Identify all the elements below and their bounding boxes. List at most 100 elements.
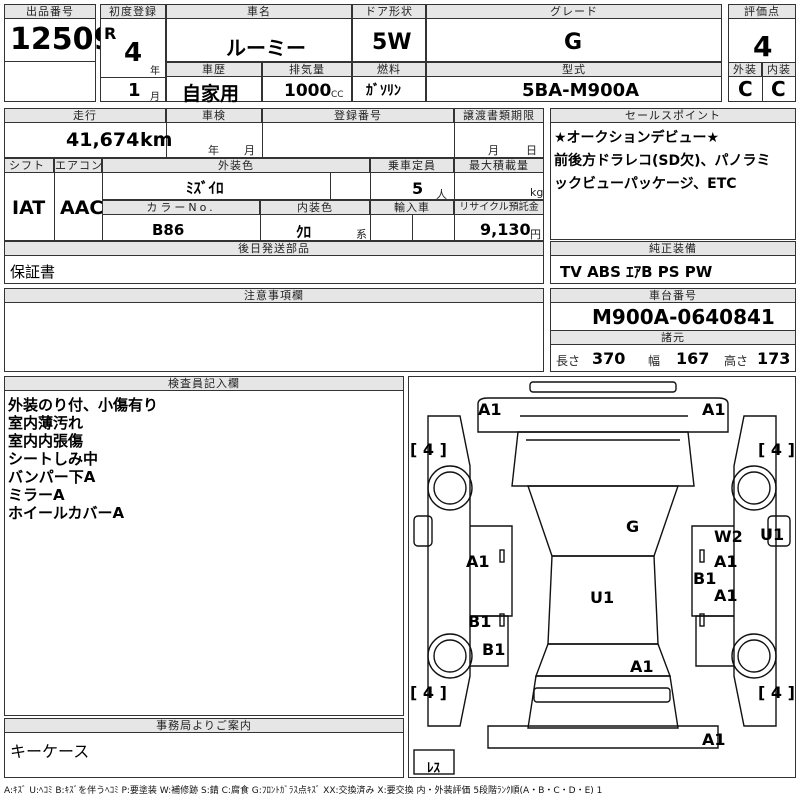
later-parts-value: 保証書 [10,263,56,281]
reg-month: 1 [128,80,141,101]
mark-left-b1-b: B1 [482,640,506,659]
equipment-value: TV ABS ｴｱB PS PW [560,263,713,281]
interior-label: 内装 [762,62,796,77]
exterior-value: C [738,77,753,101]
exterior-label: 外装 [728,62,762,77]
inspector-box [4,376,404,716]
recycle-unit: 円 [530,228,541,241]
mark-rear-bottom: A1 [702,730,726,749]
shift-label: シフト [4,158,54,173]
ac-value: AAC [60,197,104,219]
door-label: ドア形状 [352,4,426,19]
lot-label: 出品番号 [4,4,96,19]
damage-diagram-box [408,376,796,778]
mark-right-door-front: A1 [714,552,738,571]
displacement-label: 排気量 [262,62,352,77]
import-label: 輸入車 [370,200,454,215]
width-label: 幅 [648,354,661,368]
shift-value: IAT [12,197,46,219]
mark-front-right: A1 [702,400,726,419]
grade-label: グレード [426,4,722,19]
displacement-value: 1000 [284,81,332,101]
later-parts-label: 後日発送部品 [4,241,544,256]
int-color-label: 内装色 [260,200,370,215]
recycle-label: リサイクル預託金 [454,200,544,215]
inspector-line-2: 室内薄汚れ [8,414,84,432]
inspection-year-unit: 年 [208,144,219,157]
transfer-label: 譲渡書類期限 [454,108,544,123]
mark-tire-rr: [ 4 ] [758,683,795,702]
chassis-label: 車台番号 [550,288,796,303]
color-value: ﾐｽﾞｲﾛ [186,179,224,197]
capacity-unit: 人 [436,188,447,201]
model-value: 5BA-M900A [522,80,640,101]
equipment-label: 純正装備 [550,241,796,256]
notes-label: 注意事項欄 [4,288,544,303]
mark-tire-fl: [ 4 ] [410,440,447,459]
score-value: 4 [753,30,773,63]
height-value: 173 [757,349,791,368]
sales-points-box [550,108,796,240]
first-reg-box [100,4,166,102]
office-value: キーケース [10,742,90,761]
ac-label: エアコン [54,158,102,173]
mark-right-door-rear: A1 [714,586,738,605]
month-unit: 月 [150,92,160,103]
width-value: 167 [676,349,710,368]
chassis-value: M900A-0640841 [592,305,775,329]
fuel-label: 燃料 [352,62,426,77]
year-unit: 年 [150,66,160,77]
lot-number: 12509 [10,22,115,57]
model-label: 型式 [426,62,722,77]
grade-value: G [564,30,583,55]
car-name-label: 車名 [166,4,352,19]
interior-value: C [771,77,786,101]
mark-spare: ﾚｽ [427,761,440,776]
mark-tire-fr: [ 4 ] [758,440,795,459]
inspection-month-unit: 月 [244,144,255,157]
car-name: ルーミー [226,36,306,60]
int-color-unit: 系 [356,228,367,241]
inspection-label: 車検 [166,108,262,123]
legend: A:ｷｽﾞ U:ﾍｺﾐ B:ｷｽﾞを伴うﾍｺﾐ P:要塗装 W:補修跡 S:錆 … [4,786,603,796]
color-label: 外装色 [102,158,370,173]
sales-points-label: セールスポイント [550,108,796,123]
mileage-label: 走行 [4,108,166,123]
load-unit: kg [530,186,544,199]
history-label: 車歴 [166,62,262,77]
door-value: 5W [372,30,412,55]
spec-label: 諸元 [550,330,796,345]
color-no-value: B86 [152,221,185,239]
capacity-value: 5 [412,179,424,198]
length-label: 長さ [556,354,581,368]
mark-center: U1 [590,588,615,607]
color-no-label: カラーNo. [102,200,260,215]
inspector-line-4: シートしみ中 [8,450,99,468]
mark-front-left: A1 [478,400,502,419]
mark-left-b1-a: B1 [468,612,492,631]
car-diagram [413,381,791,775]
inspector-line-7: ホイールカバーA [8,504,125,522]
era: R [104,24,117,43]
inspector-line-5: バンパー下A [8,468,96,486]
score-label: 評価点 [728,4,796,19]
fuel-value: ｶﾞｿﾘﾝ [366,83,401,99]
sales-line-3: ックビューパッケージ、ETC [554,176,737,192]
transfer-day-unit: 日 [526,144,537,157]
mark-right-u1: U1 [760,525,785,544]
load-label: 最大積載量 [454,158,544,173]
inspector-line-3: 室内内張傷 [8,432,84,450]
mark-rear-center: A1 [630,657,654,676]
mileage-unit: km [140,129,173,151]
displacement-unit: CC [331,90,344,100]
length-value: 370 [592,349,626,368]
sales-line-1: ★オークションデビュー★ [554,130,720,146]
mileage-value: 41,674 [66,129,140,151]
mark-left-door-front: A1 [466,552,490,571]
first-reg-label: 初度登録 [100,4,166,19]
capacity-label: 乗車定員 [370,158,454,173]
inspector-line-1: 外装のり付、小傷有り [8,396,159,414]
reg-year: 4 [124,38,143,68]
inspector-line-6: ミラーA [8,486,65,504]
